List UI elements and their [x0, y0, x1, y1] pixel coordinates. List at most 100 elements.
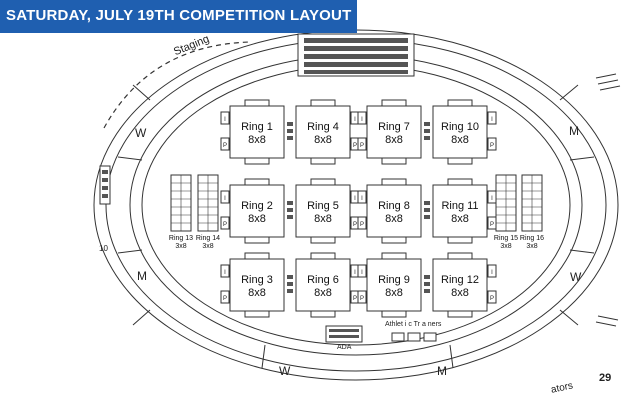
- ring-marker-i: I: [491, 196, 493, 202]
- chair: [425, 275, 430, 279]
- title-banner: SATURDAY, JULY 19TH COMPETITION LAYOUT: [0, 0, 357, 33]
- ring-size: 8x8: [385, 134, 403, 146]
- bleacher-row: [304, 62, 408, 67]
- ada-label: ADA: [337, 344, 352, 351]
- ring-size: 8x8: [314, 287, 332, 299]
- chair: [425, 122, 430, 126]
- ring-name: Ring 14: [196, 235, 220, 242]
- ring-marker-box: [487, 290, 497, 304]
- chair: [425, 289, 430, 293]
- ring-size: 8x8: [314, 134, 332, 146]
- ring-marker-box: [357, 137, 367, 151]
- bleacher-row: [329, 335, 359, 338]
- ring-size: 8x8: [248, 287, 266, 299]
- ring-name: Ring 13: [169, 235, 193, 242]
- section-dividers: [117, 84, 595, 369]
- ring-size: 3x8: [500, 243, 511, 250]
- bleacher-row: [102, 186, 108, 190]
- chair: [288, 289, 293, 293]
- ring-name: Ring 3: [241, 274, 273, 286]
- ring-size: 8x8: [385, 287, 403, 299]
- chair: [425, 136, 430, 140]
- ring-marker-p: P: [360, 143, 364, 149]
- ring-size: 8x8: [451, 287, 469, 299]
- ring-name: Ring 6: [307, 274, 339, 286]
- ring-name: Ring 12: [441, 274, 479, 286]
- ring-marker-box: [357, 216, 367, 230]
- judge-table: [310, 310, 336, 318]
- chair: [425, 215, 430, 219]
- chair: [288, 122, 293, 126]
- ring-marker-p: P: [353, 296, 357, 302]
- ring-marker-box: [487, 111, 497, 125]
- judge-table: [244, 157, 270, 165]
- restroom-m-label: M: [569, 124, 579, 138]
- judge-table: [447, 310, 473, 318]
- chair: [288, 215, 293, 219]
- seat-line: [595, 321, 617, 327]
- seat-line: [599, 85, 621, 91]
- chair: [425, 282, 430, 286]
- judge-table: [381, 178, 407, 186]
- bleacher-row: [304, 70, 408, 74]
- ring-marker-i: I: [361, 196, 363, 202]
- bleacher-frame: [99, 165, 111, 205]
- ring-size: 8x8: [248, 213, 266, 225]
- ring-marker-box: [220, 216, 230, 230]
- restroom-m-label-bottom: M: [437, 364, 447, 378]
- judge-table: [244, 178, 270, 186]
- ring-mat: [295, 105, 351, 159]
- washroom-w-label-lower: W: [570, 270, 582, 284]
- ring-marker-p: P: [223, 143, 227, 149]
- judge-table: [447, 252, 473, 260]
- left-edge-number: 10: [99, 244, 108, 253]
- ring-marker-box: [487, 137, 497, 151]
- divider-line: [132, 309, 151, 326]
- right-seating-detail: [595, 73, 621, 327]
- bleacher-row: [304, 46, 408, 51]
- ring-mat: [432, 258, 488, 312]
- ring-marker-i: I: [491, 117, 493, 123]
- ring-marker-box: [220, 264, 230, 278]
- athletic-trainers-area: [391, 332, 437, 342]
- divider-line: [117, 156, 143, 161]
- judge-table: [310, 236, 336, 244]
- judge-table: [381, 252, 407, 260]
- ring-marker-box: [220, 137, 230, 151]
- judge-table: [244, 310, 270, 318]
- staging-arc: [103, 41, 251, 129]
- divider-line: [261, 344, 266, 369]
- ring-name: Ring 7: [378, 121, 410, 133]
- ring-name: Ring 1: [241, 121, 273, 133]
- judge-table: [310, 99, 336, 107]
- bleacher-row: [304, 38, 408, 43]
- judge-table: [310, 178, 336, 186]
- ada-bleacher: [325, 325, 363, 343]
- restroom-m-label-lower: M: [137, 269, 147, 283]
- bleacher-row: [102, 170, 108, 174]
- ring-name: Ring 16: [520, 235, 544, 242]
- ring-mat: [366, 105, 422, 159]
- divider-line: [559, 84, 579, 101]
- chair: [425, 201, 430, 205]
- chair: [288, 201, 293, 205]
- ring-marker-i: I: [224, 270, 226, 276]
- trainer-table: [423, 332, 437, 342]
- ring-name: Ring 8: [378, 200, 410, 212]
- ring-name: Ring 5: [307, 200, 339, 212]
- bleacher-row: [304, 54, 408, 59]
- ring-name: Ring 11: [441, 200, 478, 212]
- divider-line: [569, 249, 595, 254]
- divider-line: [569, 156, 595, 161]
- ring-marker-p: P: [353, 222, 357, 228]
- chair: [425, 208, 430, 212]
